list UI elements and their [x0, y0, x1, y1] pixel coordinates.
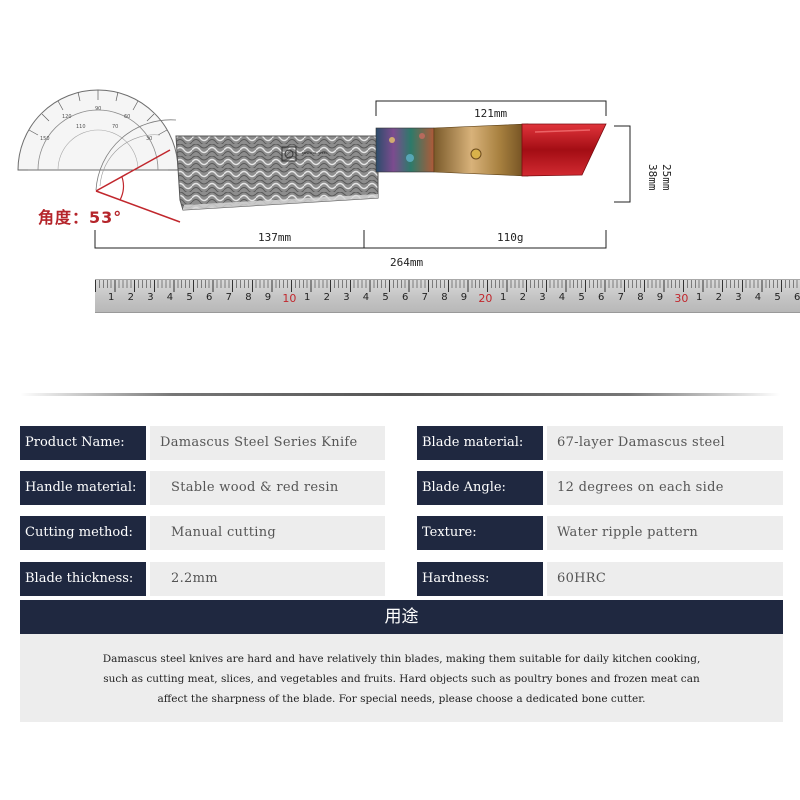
svg-text:120: 120: [62, 114, 72, 120]
ruler-number: 1: [108, 292, 115, 303]
ruler-number: 1: [500, 292, 507, 303]
angle-line-upper: [95, 149, 171, 192]
ruler-number: 20: [478, 292, 493, 305]
ruler-number: 1: [696, 292, 703, 303]
spec-label: Hardness:: [417, 562, 543, 596]
ruler-number: 2: [519, 292, 526, 303]
handle-length-label: 121mm: [474, 107, 508, 120]
knife-bolster: [375, 127, 435, 173]
total-length-label: 264mm: [390, 256, 424, 269]
ruler-number: 5: [578, 292, 585, 303]
knife-handle-resin: [521, 123, 607, 177]
spec-value: 2.2mm: [150, 562, 385, 596]
section-divider: [20, 393, 780, 396]
knife-diagram: 90 120 60 150 30 110 70: [0, 0, 800, 330]
ruler-number: 9: [264, 292, 272, 303]
ruler-number: 9: [656, 292, 664, 303]
spec-row-handle-material: Handle material: Stable wood & red resin: [20, 471, 385, 505]
spec-label: Blade thickness:: [20, 562, 146, 596]
spec-row-blade-thickness: Blade thickness: 2.2mm: [20, 562, 385, 596]
svg-text:90: 90: [95, 106, 101, 112]
usage-line: such as cutting meat, slices, and vegeta…: [103, 673, 700, 685]
spec-row-texture: Texture: Water ripple pattern: [417, 516, 783, 550]
ruler-number: 5: [382, 292, 389, 303]
spec-row-cutting-method: Cutting method: Manual cutting: [20, 516, 385, 550]
spec-row-product-name: Product Name: Damascus Steel Series Knif…: [20, 426, 385, 460]
weight-label: 110g: [497, 231, 524, 244]
ruler-number: 7: [617, 292, 624, 303]
ruler-number: 4: [754, 292, 762, 303]
angle-label: 角度：53°: [38, 208, 123, 227]
usage-description: Damascus steel knives are hard and have …: [20, 634, 783, 722]
ruler-number: 9: [460, 292, 468, 303]
ruler-number: 5: [186, 292, 193, 303]
spec-value: 60HRC: [547, 562, 783, 596]
ruler-number: 6: [598, 292, 605, 303]
ruler-number: 2: [323, 292, 330, 303]
svg-text:70: 70: [112, 124, 118, 130]
spec-value: Damascus Steel Series Knife: [150, 426, 385, 460]
ruler-number: 6: [402, 292, 409, 303]
ruler-number: 5: [774, 292, 781, 303]
ruler-number: 8: [245, 292, 252, 303]
ruler-number: 4: [558, 292, 566, 303]
ruler-number: 2: [715, 292, 722, 303]
spec-label: Texture:: [417, 516, 543, 550]
spec-label: Handle material:: [20, 471, 146, 505]
spec-value: Manual cutting: [150, 516, 385, 550]
ruler-number: 8: [441, 292, 448, 303]
ruler-number: 10: [282, 292, 297, 305]
ruler-number: 1: [304, 292, 311, 303]
knife-illustration: 90 120 60 150 30 110 70: [17, 89, 631, 249]
spec-row-blade-angle: Blade Angle: 12 degrees on each side: [417, 471, 783, 505]
ruler-number: 4: [166, 292, 174, 303]
spec-label: Blade material:: [417, 426, 543, 460]
spec-label: Blade Angle:: [417, 471, 543, 505]
svg-text:110: 110: [76, 124, 86, 130]
spec-value: 67-layer Damascus steel: [547, 426, 783, 460]
spec-label: Cutting method:: [20, 516, 146, 550]
usage-title: 用途: [20, 600, 783, 634]
ruler-number: 6: [206, 292, 213, 303]
svg-text:150: 150: [40, 136, 50, 142]
handle-width-outer-label: 38mm: [646, 164, 659, 191]
ruler-number: 2: [127, 292, 134, 303]
ruler-number: 3: [147, 292, 154, 303]
blade-logo-text: DAMASCUS STEEL: [302, 151, 328, 155]
dimension-lines: [94, 100, 631, 249]
angle-line-lower: [95, 190, 181, 223]
spec-label: Product Name:: [20, 426, 146, 460]
handle-width-inner-label: 25mm: [660, 164, 673, 191]
spec-value: 12 degrees on each side: [547, 471, 783, 505]
ruler-number: 7: [421, 292, 428, 303]
ruler-number: 3: [539, 292, 546, 303]
usage-line: Damascus steel knives are hard and have …: [102, 653, 701, 665]
spec-value: Water ripple pattern: [547, 516, 783, 550]
spec-value: Stable wood & red resin: [150, 471, 385, 505]
svg-text:30: 30: [146, 136, 152, 142]
blade-length-label: 137mm: [258, 231, 292, 244]
ruler-number: 3: [343, 292, 350, 303]
ruler-number: 8: [637, 292, 644, 303]
spec-row-hardness: Hardness: 60HRC: [417, 562, 783, 596]
ruler-number: 30: [674, 292, 689, 305]
ruler-number: 7: [225, 292, 232, 303]
svg-text:60: 60: [124, 114, 130, 120]
ruler-number: 4: [362, 292, 370, 303]
spec-row-blade-material: Blade material: 67-layer Damascus steel: [417, 426, 783, 460]
knife-handle-wood: [433, 123, 529, 177]
protractor-graphic: 90 120 60 150 30 110 70: [17, 89, 179, 191]
ruler-number: 3: [735, 292, 742, 303]
measuring-ruler: 1 2 3 4 5 6 7 8 9 10 1 2 3 4 5 6 7 8 9 20 1 2 3 4 5 6 7 8 9 30 1 2 3 4 5 6: [95, 279, 800, 313]
ruler-number: 6: [794, 292, 800, 303]
usage-line: affect the sharpness of the blade. For s…: [157, 693, 646, 705]
